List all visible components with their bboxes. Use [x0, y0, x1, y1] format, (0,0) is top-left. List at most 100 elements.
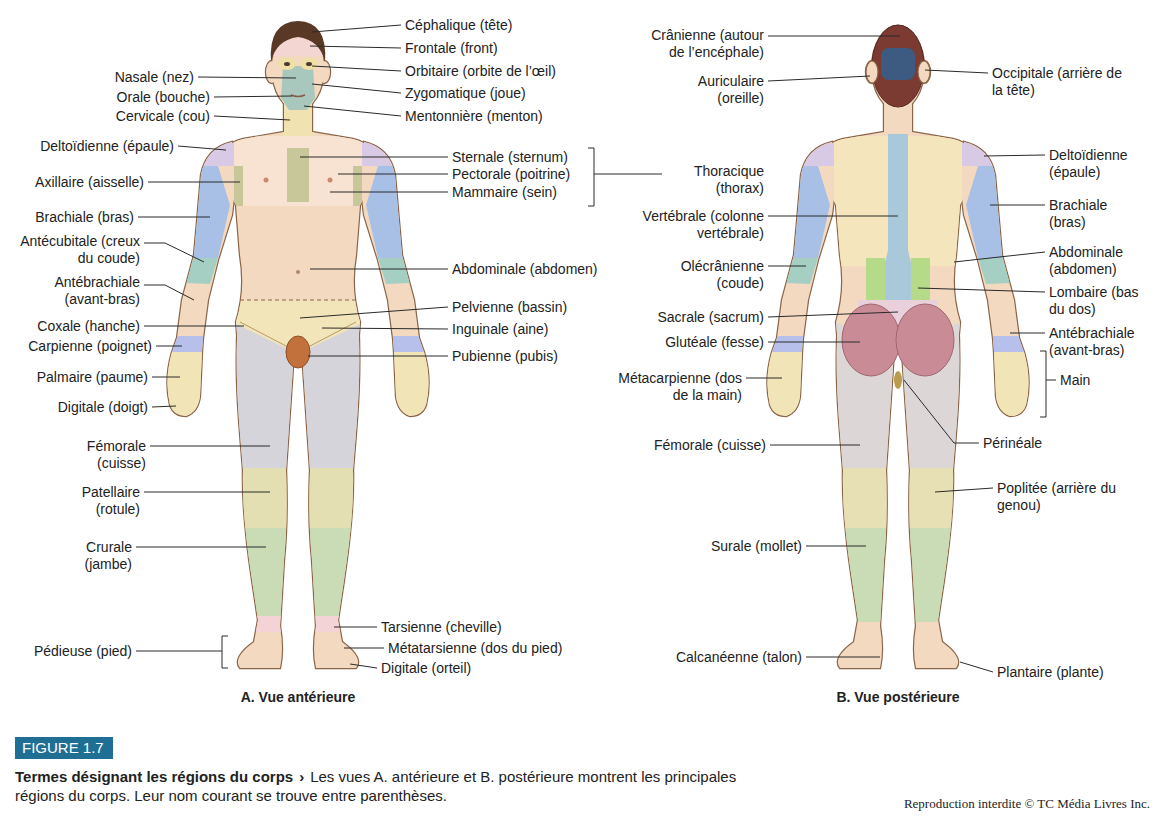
region-label: Vertébrale (colonne vertébrale) [624, 208, 764, 242]
anterior-figure [284, 62, 290, 66]
region-label: Sternale (sternum) [452, 149, 568, 166]
leader-lines [198, 77, 296, 78]
leader-lines [178, 146, 226, 150]
caption-title: Termes désignant les régions du corps [15, 768, 293, 785]
anterior-figure [271, 21, 326, 62]
posterior-figure [767, 26, 1028, 668]
leader-lines [746, 378, 782, 379]
leader-lines [768, 36, 900, 37]
region-colours [966, 166, 1038, 258]
region-label: Antébrachiale (avant-bras) [15, 274, 140, 308]
region-colours [978, 258, 1038, 284]
leader-lines [300, 157, 448, 158]
region-label: Thoracique (thorax) [674, 163, 764, 197]
leader-lines [960, 662, 993, 672]
region-colours [911, 258, 930, 300]
separator: › [299, 768, 304, 785]
posterior-figure [896, 304, 954, 376]
region-label: Nasale (nez) [115, 69, 194, 86]
region-colours [353, 166, 362, 206]
region-label: Cervicale (cou) [116, 108, 210, 125]
region-colours [392, 352, 438, 422]
region-label: Patellaire (rotule) [40, 484, 140, 518]
region-label: Crurale (jambe) [42, 539, 132, 573]
anterior-figure [306, 62, 312, 66]
leader-lines [310, 269, 448, 270]
leader-lines [136, 636, 228, 668]
region-label: Crânienne (autour de l’encéphale) [636, 27, 764, 61]
region-colours [287, 148, 309, 202]
region-label: Palmaire (paume) [37, 369, 148, 386]
leader-lines [304, 106, 401, 116]
region-colours [234, 166, 243, 206]
leader-lines [935, 488, 993, 492]
region-colours [758, 336, 806, 352]
caption-block: Termes désignant les régions du corps›Le… [15, 767, 780, 805]
region-label: Mammaire (sein) [452, 184, 557, 201]
region-label: Métatarsienne (dos du pied) [388, 640, 562, 657]
region-label: Sacrale (sacrum) [657, 309, 764, 326]
anterior-figure [278, 58, 296, 70]
region-label: Orbitaire (orbite de l’œil) [405, 63, 556, 80]
region-label: Abdominale (abdomen) [1049, 244, 1149, 278]
region-colours [826, 528, 970, 622]
copyright-note: Reproduction interdite © TC Média Livres… [904, 795, 1150, 812]
leader-lines [214, 116, 290, 120]
leader-lines [768, 76, 870, 81]
leader-lines [156, 346, 182, 347]
anterior-figure [328, 178, 333, 183]
region-label: Antébrachiale (avant-bras) [1049, 325, 1159, 359]
region-label: Pelvienne (bassin) [452, 299, 567, 316]
region-label: Métacarpienne (dos de la main) [617, 370, 742, 404]
anterior-figure [240, 300, 356, 301]
region-colours [826, 468, 970, 528]
leader-lines [344, 648, 384, 649]
region-label: Pédieuse (pied) [34, 643, 132, 660]
region-label: Mentonnière (menton) [405, 108, 543, 125]
region-colours [758, 352, 804, 422]
region-colours [990, 336, 1038, 352]
posterior-figure [881, 48, 915, 80]
region-label: Coxale (hanche) [37, 318, 140, 335]
leader-lines [1010, 333, 1045, 334]
region-label: Occipitale (arrière de la tête) [992, 65, 1132, 99]
region-label: Main [1060, 372, 1090, 389]
region-label: Brachiale (bras) [1049, 197, 1129, 231]
anterior-figure [286, 336, 310, 368]
region-colours [962, 134, 998, 166]
leader-lines [806, 657, 880, 658]
posterior-figure [842, 304, 900, 376]
region-label: Inguinale (aine) [452, 321, 549, 338]
region-colours [378, 258, 438, 284]
posterior-figure [894, 371, 902, 389]
leader-lines [322, 328, 448, 329]
region-label: Fémorale (cuisse) [654, 437, 766, 454]
leader-lines [984, 155, 1045, 156]
region-label: Calcanéenne (talon) [676, 649, 802, 666]
region-label: Axillaire (aisselle) [35, 174, 144, 191]
region-label: Brachiale (bras) [35, 209, 134, 226]
leader-lines [918, 288, 1045, 292]
view-title: B. Vue postérieure [836, 689, 959, 706]
region-label: Poplitée (arrière du genou) [997, 480, 1132, 514]
region-label: Abdominale (abdomen) [452, 261, 598, 278]
leader-lines [152, 406, 176, 407]
region-label: Digitale (orteil) [381, 660, 471, 677]
leader-lines [806, 546, 866, 547]
region-label: Surale (mollet) [711, 538, 802, 555]
leader-lines [312, 66, 401, 71]
leader-lines [312, 25, 401, 32]
region-label: Digitale (doigt) [58, 399, 148, 416]
leader-lines [148, 182, 240, 183]
leader-lines [954, 252, 1045, 262]
leader-lines [768, 216, 898, 217]
region-label: Zygomatique (joue) [405, 85, 526, 102]
region-label: Pectorale (poitrine) [452, 166, 570, 183]
posterior-figure [866, 61, 878, 83]
region-colours [158, 336, 206, 352]
posterior-figure [872, 25, 924, 107]
region-label: Céphalique (tête) [405, 17, 512, 34]
anterior-figure [296, 270, 300, 274]
region-colours [158, 258, 218, 284]
